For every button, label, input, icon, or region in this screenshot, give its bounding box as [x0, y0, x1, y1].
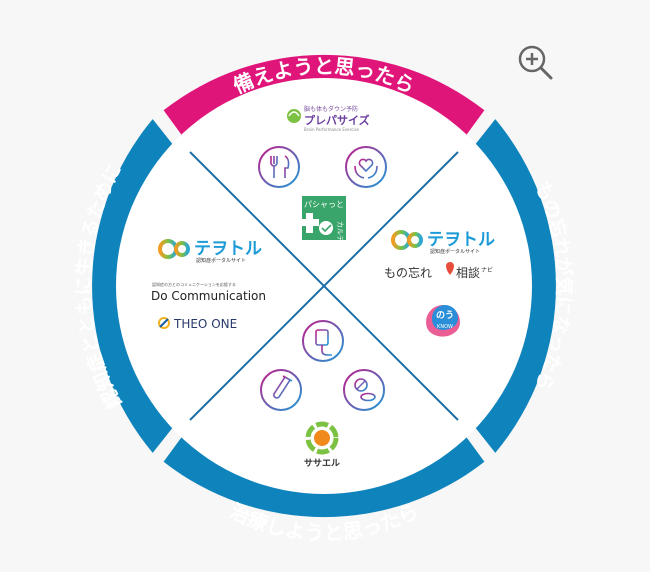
- svg-text:脳も体もダウン予防: 脳も体もダウン予防: [304, 105, 358, 113]
- segment-right: [467, 119, 556, 453]
- test-tube-icon: [260, 369, 302, 411]
- svg-text:認知症ポータルサイト: 認知症ポータルサイト: [430, 248, 480, 255]
- svg-text:THEO ONE: THEO ONE: [173, 317, 237, 331]
- prepasize-logo: 脳も体もダウン予防 プレパサイズ Brain Performance Exerc…: [287, 105, 370, 132]
- svg-text:プレパサイズ: プレパサイズ: [304, 113, 370, 127]
- svg-text:認知症の方とのコミュニケーションを応援する: 認知症の方とのコミュニケーションを応援する: [152, 281, 236, 287]
- svg-text:もの忘れ: もの忘れ: [384, 265, 432, 280]
- svg-text:テヲトル: テヲトル: [427, 230, 495, 250]
- svg-text:KNOW: KNOW: [437, 324, 453, 330]
- svg-text:認知症ポータルサイト: 認知症ポータルサイト: [196, 257, 246, 264]
- cutlery-icon: [258, 146, 300, 188]
- svg-text:ササエル: ササエル: [304, 458, 340, 469]
- pills-icon: [343, 369, 385, 411]
- divider-line-b: [189, 151, 459, 421]
- svg-text:パシャっと: パシャっと: [304, 200, 344, 209]
- svg-text:Brain Performance Exercise: Brain Performance Exercise: [304, 127, 360, 132]
- zoom-in-button[interactable]: [515, 42, 555, 82]
- heart-hands-icon: [345, 146, 387, 188]
- zoom-in-icon: [518, 45, 553, 80]
- svg-text:ナビ: ナビ: [481, 266, 493, 274]
- do-communication-logo: 認知症の方とのコミュニケーションを応援する Do Communication: [151, 281, 266, 303]
- teotoru-logo-left: テヲトル 認知症ポータルサイト: [158, 239, 262, 264]
- teotoru-logo-right: テヲトル 認知症ポータルサイト: [391, 230, 495, 255]
- pasha-karte-logo: パシャっと カルテ: [300, 196, 346, 242]
- segment-left: [92, 119, 181, 453]
- svg-text:Do Communication: Do Communication: [151, 289, 266, 303]
- iv-bag-icon: [302, 320, 344, 362]
- monowasure-soudan-navi-logo: もの忘れ 相談 ナビ: [384, 262, 493, 280]
- svg-text:のう: のう: [436, 310, 454, 321]
- svg-text:テヲトル: テヲトル: [194, 239, 262, 259]
- sasaeru-logo: ササエル: [304, 421, 340, 469]
- svg-text:相談: 相談: [456, 265, 480, 280]
- theo-one-logo: THEO ONE: [158, 317, 237, 331]
- nou-know-logo: のう KNOW: [426, 305, 460, 337]
- svg-text:カルテ: カルテ: [336, 221, 344, 242]
